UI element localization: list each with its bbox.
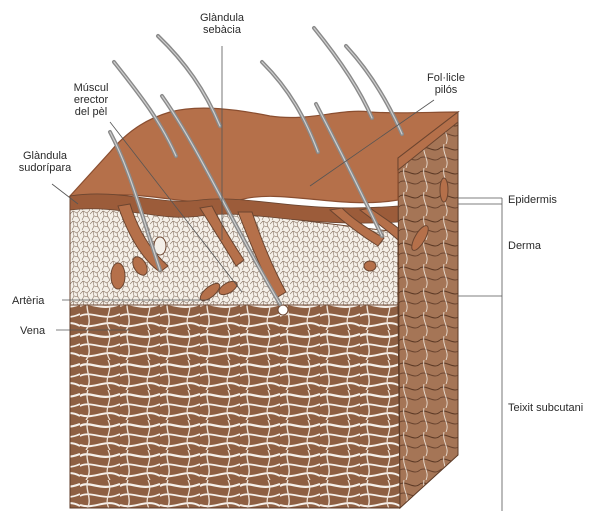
- label-dermis: Derma: [508, 240, 541, 252]
- label-artery: Artèria: [12, 295, 44, 307]
- label-subcutaneous: Teixit subcutani: [508, 402, 583, 414]
- block-side-face: [398, 112, 458, 508]
- label-sebaceous-gland: Glàndula sebàcia: [192, 12, 252, 36]
- label-hair-follicle: Fol·licle pilós: [418, 72, 474, 96]
- label-sweat-gland: Glàndula sudorípara: [10, 150, 80, 174]
- label-arrector-muscle: Múscul erector del pèl: [60, 82, 122, 118]
- subcutaneous-layer: [70, 305, 400, 508]
- label-epidermis: Epidermis: [508, 194, 557, 206]
- label-vein: Vena: [20, 325, 45, 337]
